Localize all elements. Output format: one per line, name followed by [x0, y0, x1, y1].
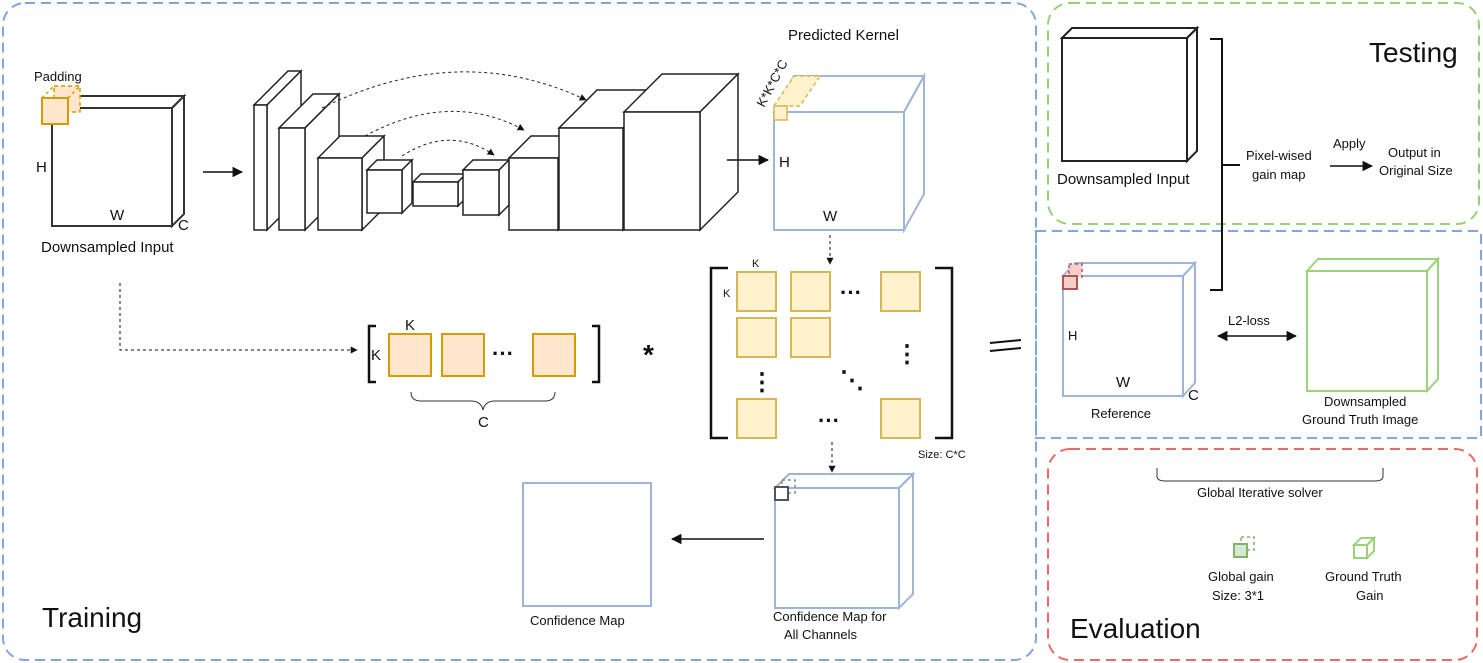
l2-loss-label: L2-loss — [1228, 313, 1270, 328]
evaluation-frame — [1047, 448, 1478, 661]
matrix-dots-diagonal: ⋱ — [840, 367, 864, 394]
matrix-k-left: K — [723, 288, 731, 300]
ground-truth-caption-2: Ground Truth Image — [1302, 412, 1418, 427]
input-patch-1 — [388, 333, 432, 377]
testing-input-caption: Downsampled Input — [1057, 171, 1190, 188]
output-label-1: Output in — [1388, 145, 1441, 160]
ground-truth-cube — [1304, 256, 1441, 394]
skip-connections — [321, 71, 587, 157]
input-c-label: C — [178, 217, 189, 234]
global-gain-label-1: Global gain — [1208, 569, 1274, 584]
global-gain-cube — [1233, 536, 1255, 558]
patch-k-left: K — [371, 347, 381, 364]
confidence-all-channels-cube — [772, 471, 916, 611]
solver-label: Global Iterative solver — [1197, 485, 1323, 500]
output-label-2: Original Size — [1379, 163, 1453, 178]
ground-truth-gain-label-2: Gain — [1356, 588, 1383, 603]
evaluation-title: Evaluation — [1070, 613, 1201, 644]
training-title: Training — [42, 602, 142, 633]
network-block-4 — [365, 158, 414, 215]
matrix-right-bracket — [935, 266, 954, 440]
apply-label: Apply — [1333, 136, 1366, 151]
training-frame — [2, 2, 1037, 661]
network-blocks — [252, 69, 740, 232]
ground-truth-gain-label-1: Ground Truth — [1325, 569, 1402, 584]
gain-map-label-1: Pixel-wised — [1246, 148, 1312, 163]
padding-label: Padding — [34, 69, 82, 84]
testing-frame — [1047, 2, 1480, 225]
patch-c-brace — [410, 391, 556, 411]
input-patch-2 — [441, 333, 485, 377]
patch-row-left-bracket — [367, 324, 376, 384]
gain-map-label-2: gain map — [1252, 167, 1305, 182]
confidence-map-caption: Confidence Map — [530, 613, 625, 628]
global-gain-label-2: Size: 3*1 — [1212, 588, 1264, 603]
matrix-dots-col-c: ⋮ — [895, 341, 919, 368]
matrix-cell-2-1 — [736, 317, 777, 358]
equals-sign — [989, 339, 1022, 352]
matrix-cell-c-1 — [736, 398, 777, 439]
matrix-cell-1-1 — [736, 271, 777, 312]
kernel-title: Predicted Kernel — [788, 27, 899, 44]
matrix-dots-col-1: ⋮ — [750, 369, 774, 396]
ground-truth-gain-cube — [1351, 535, 1377, 561]
matrix-dots-row-c: ··· — [818, 408, 840, 433]
reference-h-label: H — [1068, 328, 1077, 343]
padding-patch — [41, 85, 81, 125]
ground-truth-caption-1: Downsampled — [1324, 394, 1406, 409]
input-caption: Downsampled Input — [41, 239, 174, 256]
arrow-input-to-patches — [119, 283, 358, 354]
testing-input-cube — [1059, 25, 1200, 164]
reference-c-label: C — [1188, 387, 1199, 404]
kernel-corner-patch — [773, 105, 788, 121]
patch-row-dots: ··· — [492, 341, 514, 366]
matrix-size-label: Size: C*C — [918, 449, 966, 461]
patch-row-right-bracket — [592, 324, 601, 384]
input-patch-c — [532, 333, 576, 377]
confidence-map — [522, 482, 652, 607]
testing-connector — [1210, 38, 1240, 291]
confidence-channel-patch — [774, 486, 789, 501]
confidence-all-caption-2: All Channels — [784, 627, 857, 642]
matrix-cell-1-2 — [790, 271, 831, 312]
network-block-6 — [461, 158, 511, 217]
patch-c-label: C — [478, 414, 489, 431]
matrix-cell-2-2 — [790, 317, 831, 358]
reference-patch — [1062, 275, 1078, 290]
matrix-k-top: K — [752, 258, 760, 270]
reference-frame — [1035, 230, 1482, 439]
testing-title: Testing — [1369, 37, 1458, 68]
network-block-9 — [622, 72, 740, 232]
reference-caption: Reference — [1091, 406, 1151, 421]
solver-bracket — [1156, 468, 1384, 482]
kernel-depth-strip — [772, 75, 822, 107]
input-w-label: W — [110, 207, 125, 224]
kernel-h-label: H — [779, 154, 790, 171]
matrix-cell-c-c — [880, 398, 921, 439]
matrix-cell-1-c — [880, 271, 921, 312]
patch-k-top: K — [405, 317, 415, 334]
reference-w-label: W — [1116, 374, 1131, 391]
kernel-w-label: W — [823, 208, 838, 225]
input-h-label: H — [36, 159, 47, 176]
convolution-symbol: * — [643, 339, 654, 370]
confidence-all-caption-1: Confidence Map for — [773, 609, 887, 624]
network-block-5 — [411, 172, 468, 208]
matrix-left-bracket — [709, 266, 728, 440]
matrix-dots-row1: ··· — [840, 280, 862, 305]
